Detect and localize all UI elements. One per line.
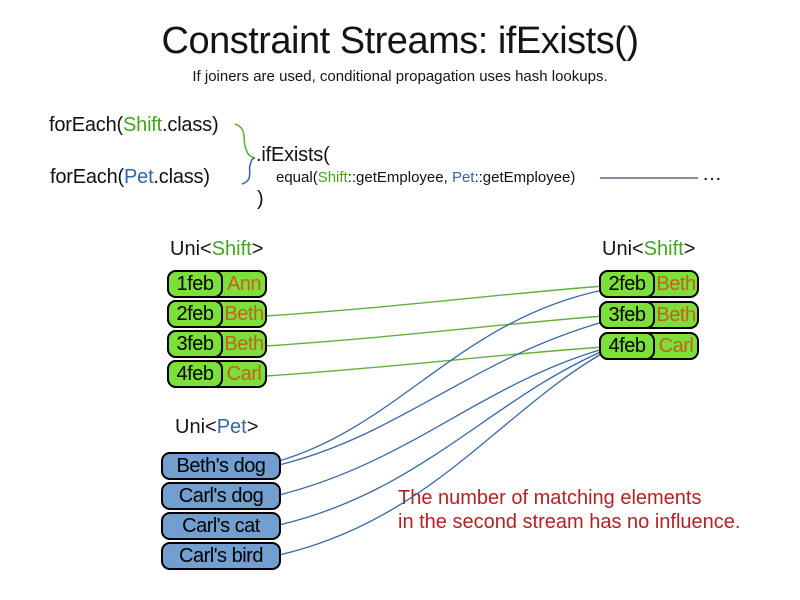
shift-date: 4feb [167,360,223,388]
shift-date: 2feb [167,300,223,328]
code-text: ::getEmployee, [347,169,452,186]
link-line-blue [278,289,604,462]
shift-employee: Beth [224,332,264,355]
shift-employee: Beth [224,302,264,325]
label-text: Uni< [602,238,644,260]
label-text: > [246,416,259,438]
shift-date: 3feb [599,301,655,329]
code-foreach-shift: forEach(Shift.class) [49,114,219,137]
link-line-green [265,285,605,317]
pet-class-token: Pet [451,169,475,186]
link-line-blue [278,348,604,496]
shift-class-token: Shift [123,114,163,136]
pet-type-token: Pet [216,416,247,438]
note-text: The number of matching elements in the s… [398,486,740,534]
code-foreach-pet: forEach(Pet.class) [50,166,210,189]
shift-employee: Carl [226,362,262,385]
shift-class-token: Shift [317,169,348,186]
table-row: 3feb Beth [167,330,267,358]
link-line-blue [278,352,604,556]
link-line-blue [278,350,604,526]
label-text: > [683,238,696,260]
code-ifexists: .ifExists( [256,144,330,166]
shift-type-token: Shift [643,238,684,260]
note-line: The number of matching elements [398,487,702,509]
code-text: equal( [276,169,318,186]
code-close-paren: ) [257,188,264,210]
code-text: .class) [153,166,210,188]
brace-green [234,123,256,159]
pet-row: Carl's cat [161,512,281,540]
link-line-green [265,315,605,347]
page-title: Constraint Streams: ifExists() [161,20,640,62]
shift-employee: Carl [658,334,694,357]
shift-date: 3feb [167,330,223,358]
link-line-blue [278,321,604,466]
code-ellipsis: … [702,163,722,185]
code-text: ::getEmployee) [474,169,576,186]
right-stream-label: Uni<Shift> [602,238,695,261]
table-row: 4feb Carl [599,332,699,360]
table-row: 2feb Beth [167,300,267,328]
left-stream-label: Uni<Shift> [170,238,263,261]
code-text: forEach( [50,166,124,188]
shift-employee: Beth [656,272,696,295]
table-row: 4feb Carl [167,360,267,388]
code-text: forEach( [49,114,123,136]
label-text: > [251,238,264,260]
table-row: 2feb Beth [599,270,699,298]
pet-class-token: Pet [124,166,154,188]
code-text: .class) [162,114,219,136]
label-text: Uni< [170,238,212,260]
label-text: Uni< [175,416,217,438]
brace-blue [241,157,256,185]
table-row: 1feb Ann [167,270,267,298]
pet-row: Carl's dog [161,482,281,510]
shift-date: 1feb [167,270,223,298]
page-subtitle: If joiners are used, conditional propaga… [192,68,608,85]
table-row: 3feb Beth [599,301,699,329]
pet-row: Carl's bird [161,542,281,570]
note-line: in the second stream has no influence. [398,511,741,533]
shift-date: 2feb [599,270,655,298]
pet-stream-label: Uni<Pet> [175,416,258,439]
shift-date: 4feb [599,332,655,360]
shift-employee: Ann [226,272,262,295]
shift-employee: Beth [656,303,696,326]
link-line-green [265,346,605,377]
pet-row: Beth's dog [161,452,281,480]
code-joiner: equal(Shift::getEmployee, Pet::getEmploy… [276,169,575,186]
shift-type-token: Shift [211,238,252,260]
